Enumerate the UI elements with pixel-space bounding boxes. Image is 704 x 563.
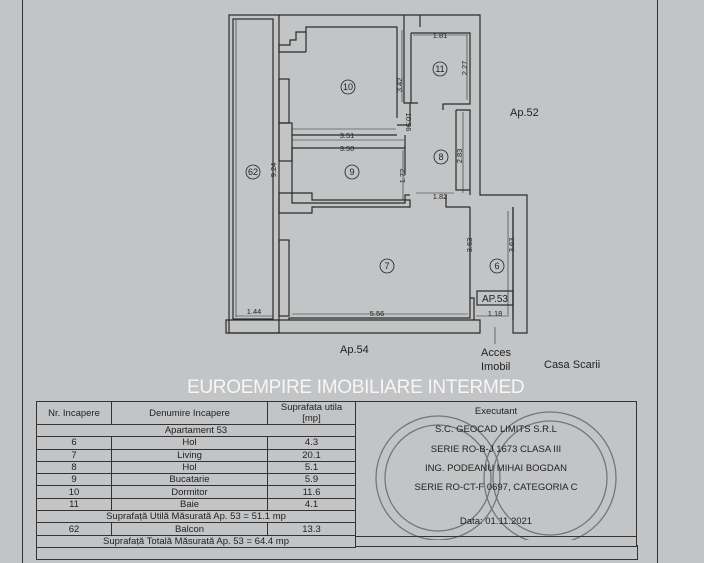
room-9-label: 9 (349, 167, 354, 177)
stamp-right (483, 411, 617, 540)
room-nr: 6 (36, 436, 112, 450)
table-footer (36, 545, 638, 560)
room-area: 11.6 (267, 485, 356, 499)
room-nr: 62 (36, 522, 112, 536)
total-area: Suprafață Totală Măsurată Ap. 53 = 64.4 … (36, 534, 356, 548)
dimension-label: 3.50 (340, 144, 355, 153)
neighbor-ap54: Ap.54 (340, 344, 369, 356)
date: Data: 01.11.2021 (459, 516, 533, 527)
room-7-top-wall (278, 192, 411, 214)
dimension-label: 1.18 (488, 309, 503, 318)
room-name: Hol (111, 436, 268, 450)
room-area: 5.9 (267, 473, 356, 487)
apartment-label: AP.53 (482, 294, 508, 305)
executant-box: Executant S.C. GEOCAD LIMITS S.R.L SERIE… (356, 401, 637, 547)
room-area: 13.3 (267, 522, 356, 536)
room-8-wall (445, 109, 471, 208)
room-62-label: 62 (248, 167, 258, 177)
room-nr: 11 (36, 497, 112, 512)
neighbor-ap52: Ap.52 (510, 107, 539, 119)
stamps (375, 411, 617, 540)
room-markers (245, 61, 505, 274)
room-7-label: 7 (384, 261, 389, 271)
dimension-label: 1.82 (433, 192, 448, 201)
room-name: Dormitor (111, 485, 268, 499)
room-6-label: 6 (494, 261, 499, 271)
useful-area-total: Suprafață Utilă Măsurată Ap. 53 = 51.1 m… (36, 510, 356, 524)
stamp-left (375, 415, 501, 540)
room-10-wall (305, 26, 398, 118)
room-11-wall (403, 15, 471, 110)
room-name: Living (111, 448, 268, 462)
room-10-label: 10 (343, 82, 353, 92)
section-title: Apartament 53 (36, 423, 356, 438)
dimension-label: 3.51 (340, 131, 355, 140)
dimension-label: 1.44 (247, 307, 262, 316)
pillar (278, 122, 293, 162)
outer-wall (279, 14, 528, 334)
dimension-label: 9.24 (269, 163, 278, 178)
room-nr: 9 (36, 473, 112, 487)
room-name: Baie (111, 497, 268, 512)
dimension-label: 1.81 (433, 31, 448, 40)
dimension-lines (235, 20, 509, 344)
room-nr: 10 (36, 485, 112, 499)
dimension-label: 3.63 (465, 238, 474, 253)
room-name: Balcon (111, 522, 268, 536)
page-border-right (657, 0, 658, 563)
room-nr: 8 (36, 460, 112, 475)
room-10-corner-wall (278, 31, 306, 53)
dimension-label: 1.72 (398, 169, 407, 184)
col-area: Suprafata utila[mp] (267, 401, 356, 425)
company-series: SERIE RO-B-J 1673 CLASA III (430, 444, 562, 455)
apt-label-box (476, 290, 514, 306)
engineer: ING. PODEANU MIHAI BOGDAN (425, 463, 567, 474)
access-label-1: Acces (481, 347, 511, 359)
room-11-label: 11 (435, 64, 444, 74)
company: S.C. GEOCAD LIMITS S.R.L (435, 424, 557, 435)
balcony-inner (232, 18, 274, 320)
stairwell-label: Casa Scarii (544, 359, 601, 371)
window (278, 78, 290, 124)
page-border-left (22, 0, 23, 563)
room-area: 4.1 (267, 497, 356, 512)
room-9-wall (291, 134, 410, 204)
room-area: 4.3 (267, 436, 356, 450)
watermark: EUROEMPIRE IMOBILIARE INTERMED (187, 377, 525, 398)
bottom-wall (225, 319, 481, 334)
room-name: Bucatarie (111, 473, 268, 487)
col-area-label: Suprafata utila (280, 402, 343, 413)
floor-plan: 10 11 8 9 62 7 6 1.81 2.27 3.42 10.96 3.… (225, 14, 528, 344)
table-header: Nr. Incapere Denumire Incapere Suprafata… (36, 401, 356, 425)
access-label-2: Imobil (481, 361, 511, 373)
rooms-table: Nr. Incapere Denumire Incapere Suprafata… (36, 401, 356, 548)
executant-title: Executant (474, 406, 518, 417)
dimension-label: 3.63 (507, 238, 516, 253)
room-8-label: 8 (438, 152, 443, 162)
partition-wall (397, 27, 411, 126)
room-name: Hol (111, 460, 268, 475)
col-nr: Nr. Incapere (36, 401, 112, 425)
dimension-label: 2.27 (460, 61, 469, 76)
room-area: 5.1 (267, 460, 356, 475)
window (278, 239, 290, 317)
dimension-label: 2.83 (455, 149, 464, 164)
certificate: SERIE RO-CT-F 0697, CATEGORIA C (414, 482, 578, 493)
dimension-label: 10.96 (404, 113, 413, 132)
room-nr: 7 (36, 448, 112, 462)
room-area: 20.1 (267, 448, 356, 462)
col-name: Denumire Incapere (111, 401, 268, 425)
col-area-unit: [mp] (302, 413, 321, 424)
dimension-label: 3.42 (395, 78, 404, 93)
dimension-label: 5.56 (370, 309, 385, 318)
divider (356, 536, 636, 537)
